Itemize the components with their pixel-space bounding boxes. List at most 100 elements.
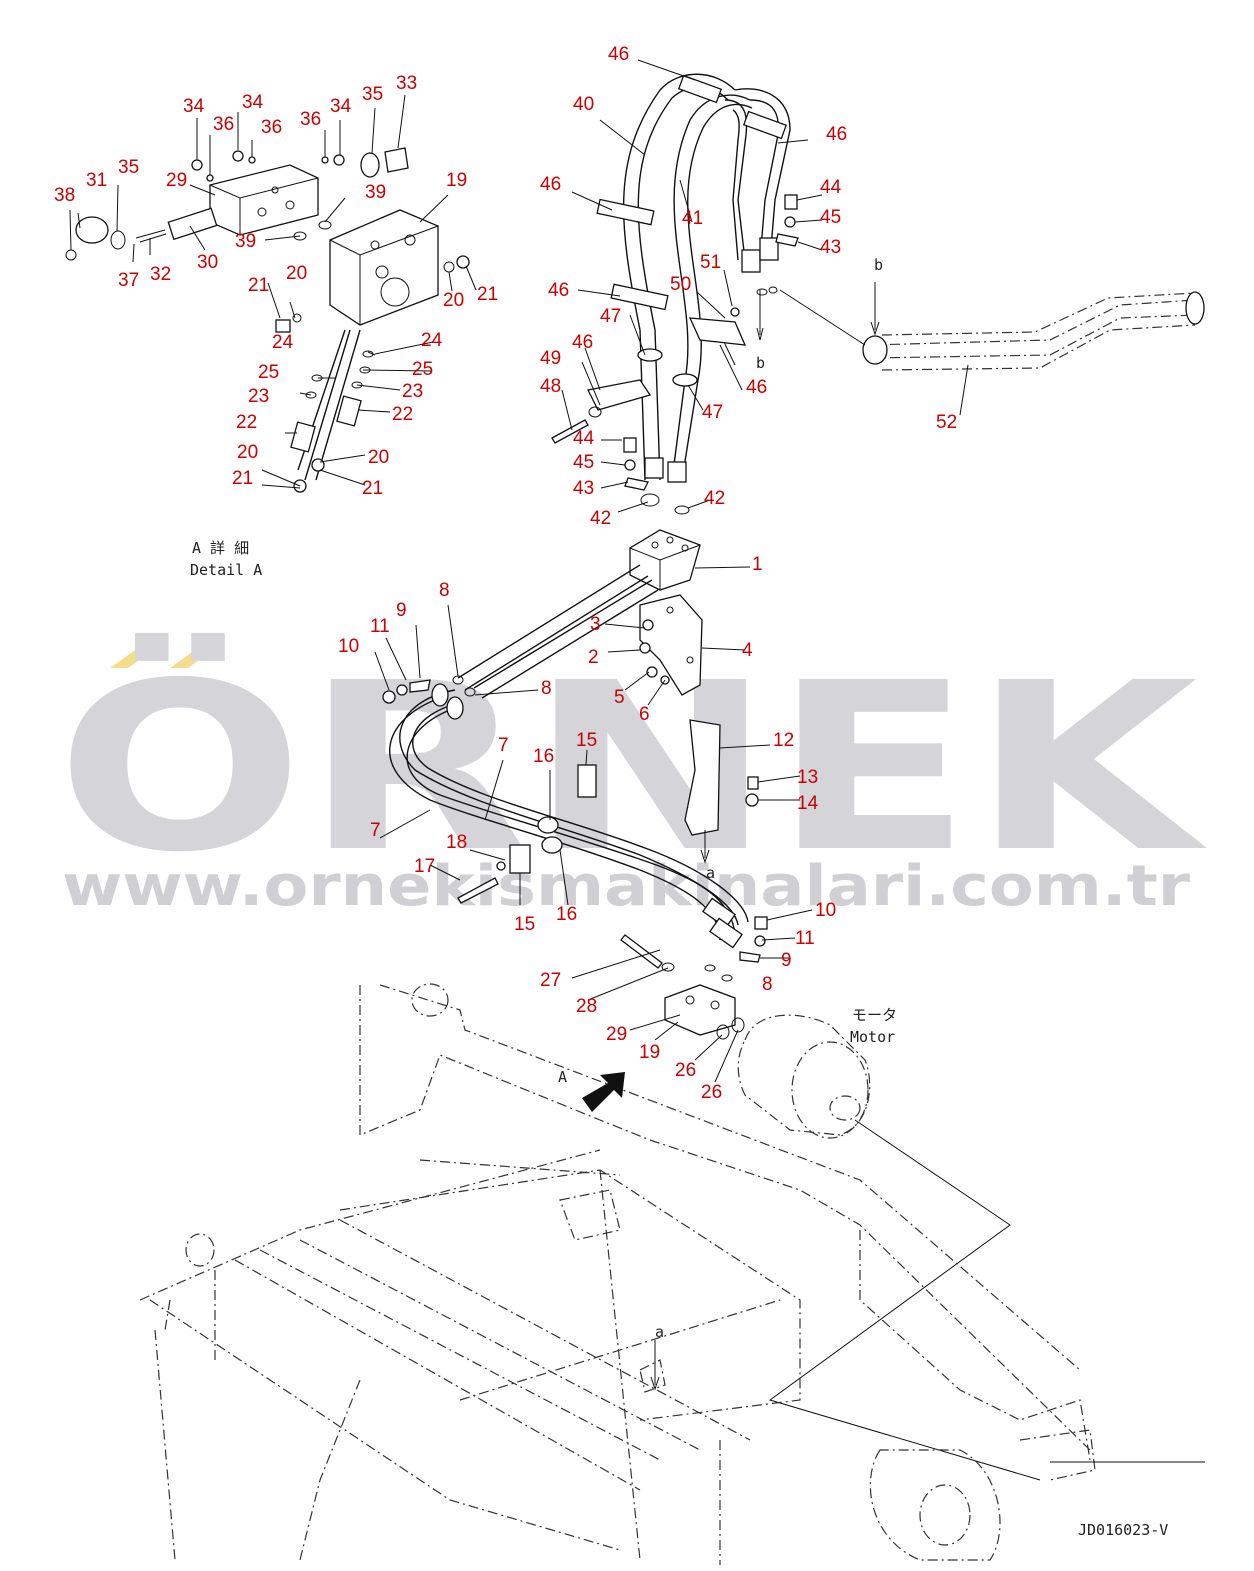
fitting-30	[167, 207, 218, 241]
fitting-22	[336, 395, 362, 427]
callout-42: 42	[590, 508, 611, 529]
callout-24: 24	[272, 332, 294, 353]
callout-49: 49	[540, 348, 561, 369]
callout-36: 36	[261, 117, 282, 138]
callout-31: 31	[86, 170, 107, 191]
detail-a-drawing	[65, 94, 477, 493]
callout-43: 43	[820, 237, 841, 258]
callout-1: 1	[752, 554, 763, 575]
callout-12: 12	[773, 730, 794, 751]
callout-39: 39	[235, 231, 256, 252]
motor-label-jp: モータ	[852, 1006, 897, 1024]
callout-11: 11	[370, 616, 390, 637]
callout-42: 42	[704, 488, 725, 509]
drawing-id: JD016023-V	[1078, 1521, 1168, 1539]
hoses-7	[382, 675, 768, 982]
callout-13: 13	[797, 767, 818, 788]
callout-8: 8	[762, 974, 773, 995]
callout-46: 46	[826, 124, 847, 145]
callout-29: 29	[606, 1024, 627, 1045]
tube-assembly-52	[779, 282, 1205, 371]
callout-39: 39	[365, 182, 386, 203]
callout-22: 22	[236, 412, 257, 433]
callout-10: 10	[815, 900, 836, 921]
callout-11: 11	[795, 928, 815, 949]
watermark: ÖRNEK www.ornekismakinalari.com.tr	[56, 632, 1207, 919]
callout-45: 45	[820, 207, 841, 228]
callout-5: 5	[614, 687, 625, 708]
callout-2: 2	[588, 647, 599, 668]
callout-30: 30	[197, 252, 218, 273]
callout-9: 9	[781, 950, 792, 971]
callout-50: 50	[670, 274, 691, 295]
callout-37: 37	[118, 270, 139, 291]
callout-26: 26	[701, 1082, 722, 1103]
callout-40: 40	[573, 94, 594, 115]
callout-36: 36	[213, 114, 234, 135]
callout-7: 7	[498, 735, 509, 756]
callout-44: 44	[820, 177, 842, 198]
callout-23: 23	[402, 381, 423, 402]
leader-lines	[374, 59, 969, 1083]
callout-44: 44	[573, 428, 595, 449]
valve-block-19	[329, 209, 439, 326]
callout-26: 26	[675, 1060, 696, 1081]
callout-labels: 46 40 46 46 41 44 45 43 46 51 50 47 46 4…	[54, 44, 957, 1103]
callout-24: 24	[421, 330, 443, 351]
callout-8: 8	[439, 580, 450, 601]
callout-32: 32	[150, 264, 171, 285]
callout-27: 27	[540, 970, 561, 991]
callout-21: 21	[362, 478, 383, 499]
callout-51: 51	[700, 252, 721, 273]
callout-19: 19	[639, 1042, 660, 1063]
callout-43: 43	[573, 478, 594, 499]
callout-23: 23	[248, 386, 269, 407]
callout-8: 8	[541, 678, 552, 699]
view-mark-a: a	[655, 1323, 664, 1341]
valve-assembly-1	[457, 529, 703, 699]
callout-9: 9	[396, 600, 407, 621]
plug-33	[384, 147, 409, 173]
callout-29: 29	[166, 170, 187, 191]
annotation-labels: A 詳 細 Detail A モータ Motor b b a a A JD016…	[190, 256, 1205, 1539]
callout-21: 21	[477, 284, 498, 305]
callout-46: 46	[540, 174, 561, 195]
callout-45: 45	[573, 452, 594, 473]
watermark-brand: ÖRNEK	[56, 632, 1207, 903]
fitting-22	[290, 421, 316, 453]
callout-16: 16	[533, 746, 554, 767]
callout-47: 47	[702, 402, 723, 423]
callout-46: 46	[608, 44, 629, 65]
callout-20: 20	[286, 263, 307, 284]
callout-17: 17	[414, 856, 435, 877]
callout-3: 3	[590, 614, 601, 635]
view-mark-b: b	[756, 354, 765, 372]
callout-46: 46	[746, 377, 767, 398]
callout-35: 35	[362, 84, 383, 105]
view-mark-A: A	[558, 1068, 567, 1086]
callout-38: 38	[54, 185, 75, 206]
callout-48: 48	[540, 376, 561, 397]
watermark-accent	[110, 648, 156, 668]
valve-body-29	[209, 164, 319, 236]
callout-22: 22	[392, 404, 413, 425]
view-arrow-icon	[582, 1072, 625, 1112]
callout-20: 20	[368, 447, 389, 468]
watermark-url: www.ornekismakinalari.com.tr	[62, 854, 1190, 919]
motor-assembly	[620, 934, 1041, 1481]
callout-15: 15	[514, 914, 535, 935]
callout-10: 10	[338, 636, 359, 657]
callout-35: 35	[118, 157, 139, 178]
o-ring-35	[360, 152, 380, 178]
view-mark-b: b	[874, 256, 883, 274]
view-mark-a: a	[706, 864, 715, 882]
callout-47: 47	[600, 306, 621, 327]
callout-14: 14	[797, 793, 819, 814]
callout-28: 28	[576, 996, 597, 1017]
frame-outline	[139, 983, 1096, 1565]
motor-label-en: Motor	[850, 1028, 895, 1046]
upper-hoses	[551, 73, 799, 515]
callout-34: 34	[330, 96, 352, 117]
detail-label-en: Detail A	[190, 561, 262, 579]
callout-19: 19	[446, 170, 467, 191]
